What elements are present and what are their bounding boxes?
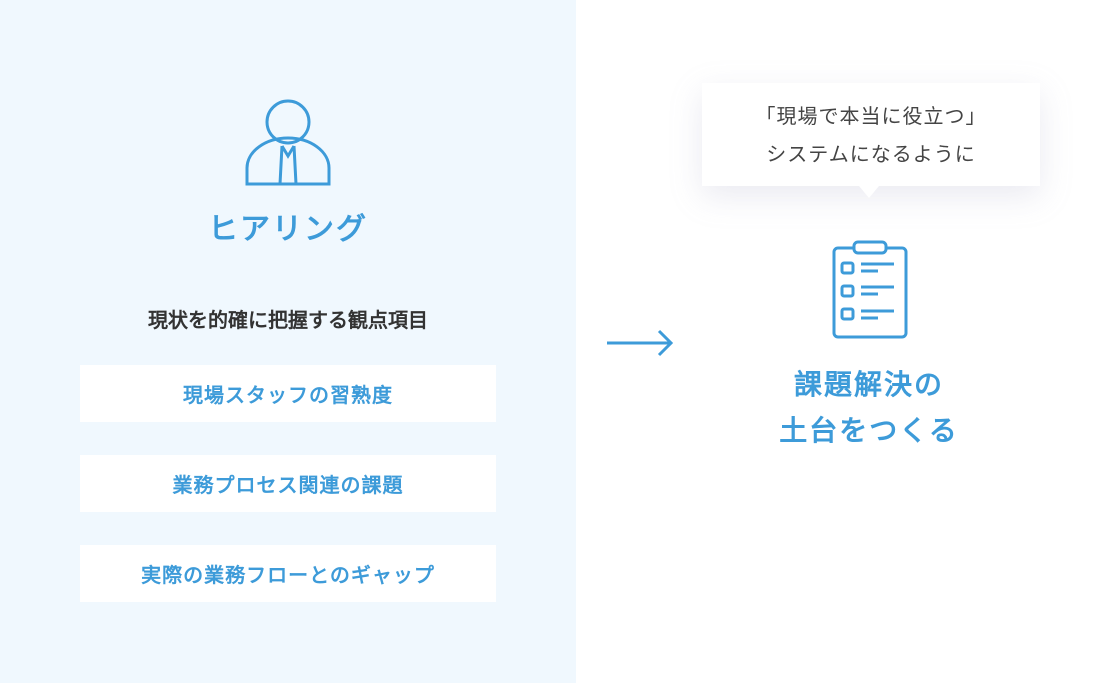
result-title: 課題解決の 土台をつくる	[700, 362, 1038, 454]
hearing-item: 現場スタッフの習熟度	[80, 365, 496, 422]
bubble-line-1: 「現場で本当に役立つ」	[755, 103, 987, 128]
speech-bubble: 「現場で本当に役立つ」 システムになるように	[702, 83, 1040, 186]
clipboard-checklist-icon	[832, 240, 908, 339]
bubble-tail	[859, 186, 879, 198]
bubble-line-2: システムになるように	[766, 141, 976, 166]
hearing-subtitle: 現状を的確に把握する観点項目	[148, 308, 428, 332]
hearing-item: 実際の業務フローとのギャップ	[80, 545, 496, 602]
hearing-panel: ヒアリング 現状を的確に把握する観点項目 現場スタッフの習熟度 業務プロセス関連…	[0, 0, 576, 683]
hearing-item: 業務プロセス関連の課題	[80, 455, 496, 512]
result-line-1: 課題解決の	[793, 368, 944, 401]
arrow-right-icon	[607, 329, 674, 357]
hearing-title: ヒアリング	[208, 212, 368, 247]
result-line-2: 土台をつくる	[779, 414, 959, 447]
person-icon	[245, 99, 331, 186]
